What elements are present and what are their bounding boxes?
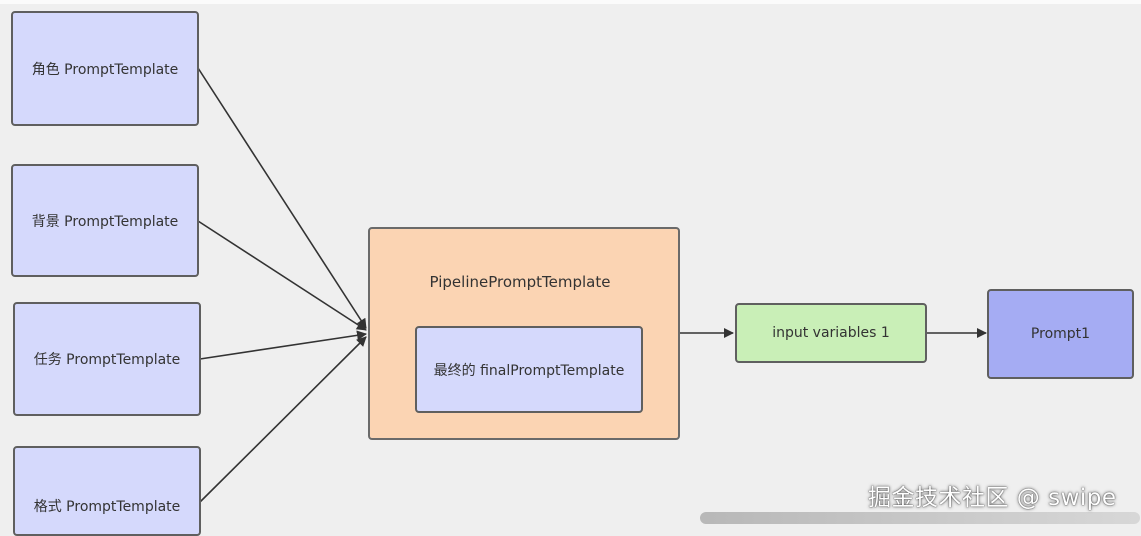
node-role-prompt-template: 角色 PromptTemplate — [11, 11, 199, 126]
node-task-label: 任务 PromptTemplate — [33, 352, 181, 368]
node-final-label: 最终的 finalPromptTemplate — [433, 362, 625, 379]
watermark-faded-strip — [700, 512, 1140, 524]
node-pipeline-prompt-template: PipelinePromptTemplate 最终的 finalPromptTe… — [368, 227, 680, 440]
node-final-prompt-template: 最终的 finalPromptTemplate — [415, 326, 643, 413]
node-format-prompt-template: 格式 PromptTemplate — [13, 446, 201, 536]
node-prompt: Prompt1 — [987, 289, 1134, 379]
edge-role-to-pipeline — [197, 67, 367, 329]
node-pipeline-label: PipelinePromptTemplate — [429, 273, 611, 291]
node-format-label: 格式 PromptTemplate — [33, 499, 181, 515]
node-input-variables-label: input variables 1 — [772, 325, 890, 341]
edge-format-to-pipeline — [199, 336, 367, 503]
edges-layer — [197, 67, 987, 503]
node-prompt-label: Prompt1 — [1030, 326, 1091, 342]
node-role-label: 角色 PromptTemplate — [31, 61, 179, 78]
node-background-prompt-template: 背景 PromptTemplate — [11, 164, 199, 277]
node-input-variables: input variables 1 — [735, 303, 927, 363]
watermark: 掘金技术社区 @ swipe — [868, 485, 1117, 511]
edge-task-to-pipeline — [199, 330, 367, 360]
top-strip — [0, 0, 1141, 4]
node-task-prompt-template: 任务 PromptTemplate — [13, 302, 201, 416]
edge-background-to-pipeline — [197, 220, 367, 331]
node-background-label: 背景 PromptTemplate — [31, 213, 179, 230]
